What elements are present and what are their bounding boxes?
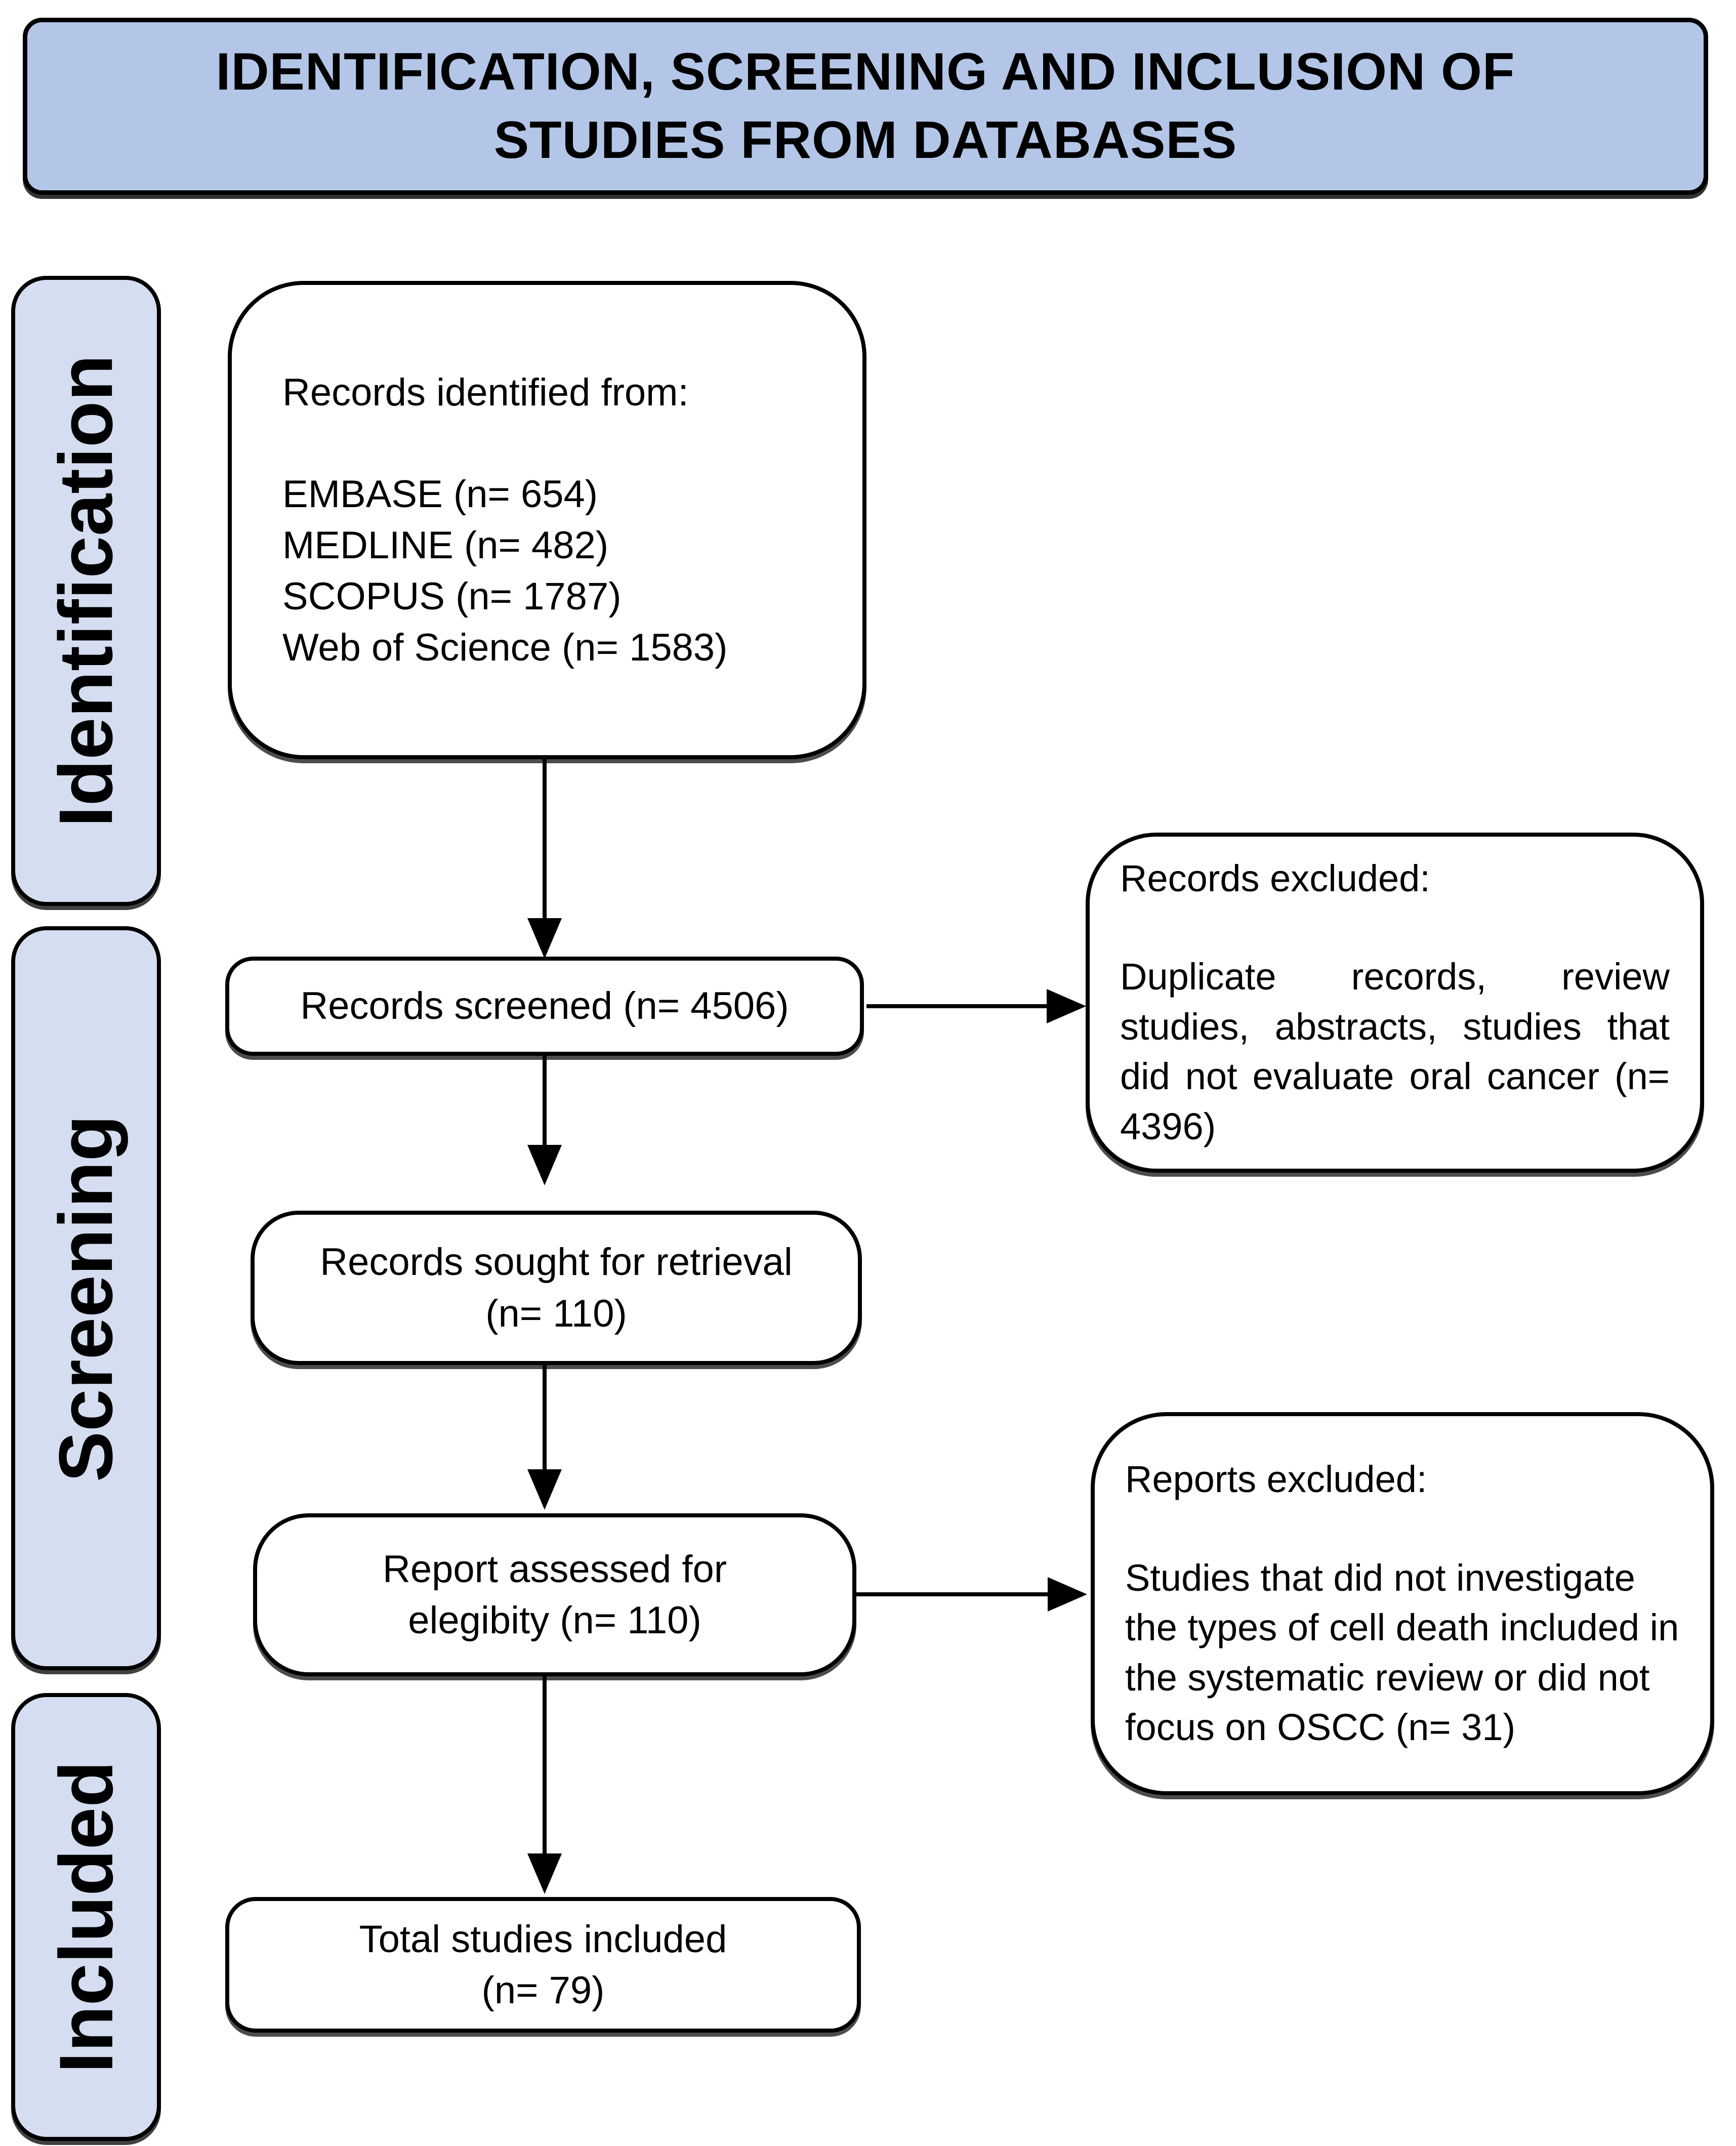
- records-sought-line-1: Records sought for retrieval: [320, 1241, 793, 1284]
- connector-identified-to-screened: [543, 759, 547, 919]
- diagram-title-line-2: STUDIES FROM DATABASES: [493, 111, 1237, 170]
- box-reports-excluded: Reports excluded: Studies that did not i…: [1091, 1412, 1714, 1795]
- records-screened-text: Records screened (n= 4506): [300, 984, 789, 1028]
- box-records-identified: Records identified from: EMBASE (n= 654)…: [228, 281, 866, 759]
- records-identified-heading: Records identified from:: [282, 370, 689, 414]
- source-web-of-science: Web of Science (n= 1583): [282, 626, 728, 670]
- arrowhead-identified-to-screened: [527, 918, 562, 959]
- arrowhead-assessed-to-total: [527, 1853, 562, 1894]
- box-records-sought: Records sought for retrieval (n= 110): [251, 1211, 862, 1365]
- arrowhead-screened-to-records-excluded: [1047, 989, 1086, 1023]
- stage-label-screening: Screening: [11, 926, 161, 1670]
- source-scopus: SCOPUS (n= 1787): [282, 575, 622, 618]
- connector-screened-to-sought: [543, 1056, 547, 1146]
- records-excluded-body: Duplicate records, review studies, abstr…: [1120, 956, 1670, 1147]
- total-included-line-2: (n= 79): [481, 1969, 605, 2012]
- connector-assessed-to-total: [543, 1676, 547, 1854]
- box-records-excluded: Records excluded: Duplicate records, rev…: [1086, 833, 1704, 1173]
- arrowhead-sought-to-assessed: [527, 1469, 562, 1510]
- stage-label-identification: Identification: [11, 276, 161, 906]
- source-embase: EMBASE (n= 654): [282, 472, 598, 516]
- arrowhead-screened-to-sought: [527, 1145, 562, 1185]
- total-included-line-1: Total studies included: [359, 1917, 727, 1961]
- diagram-title-banner: IDENTIFICATION, SCREENING AND INCLUSION …: [23, 18, 1708, 195]
- stage-label-identification-text: Identification: [43, 354, 129, 828]
- box-total-included: Total studies included (n= 79): [225, 1897, 861, 2033]
- reports-excluded-heading: Reports excluded:: [1125, 1458, 1427, 1501]
- connector-assessed-to-reports-excluded: [856, 1592, 1049, 1596]
- records-excluded-heading: Records excluded:: [1120, 857, 1430, 899]
- arrowhead-assessed-to-reports-excluded: [1048, 1577, 1087, 1612]
- connector-screened-to-records-excluded: [866, 1004, 1049, 1008]
- source-medline: MEDLINE (n= 482): [282, 523, 609, 567]
- stage-label-included: Included: [11, 1693, 161, 2141]
- stage-label-included-text: Included: [43, 1761, 129, 2073]
- records-sought-line-2: (n= 110): [485, 1292, 627, 1335]
- reports-assessed-line-2: elegibity (n= 110): [408, 1599, 701, 1642]
- reports-excluded-body: Studies that did not investigate the typ…: [1125, 1556, 1679, 1749]
- stage-label-screening-text: Screening: [43, 1115, 129, 1482]
- connector-sought-to-assessed: [543, 1365, 547, 1470]
- reports-assessed-line-1: Report assessed for: [382, 1547, 727, 1591]
- box-records-screened: Records screened (n= 4506): [225, 957, 864, 1056]
- diagram-title-line-1: IDENTIFICATION, SCREENING AND INCLUSION …: [216, 42, 1515, 101]
- box-reports-assessed: Report assessed for elegibity (n= 110): [253, 1513, 856, 1676]
